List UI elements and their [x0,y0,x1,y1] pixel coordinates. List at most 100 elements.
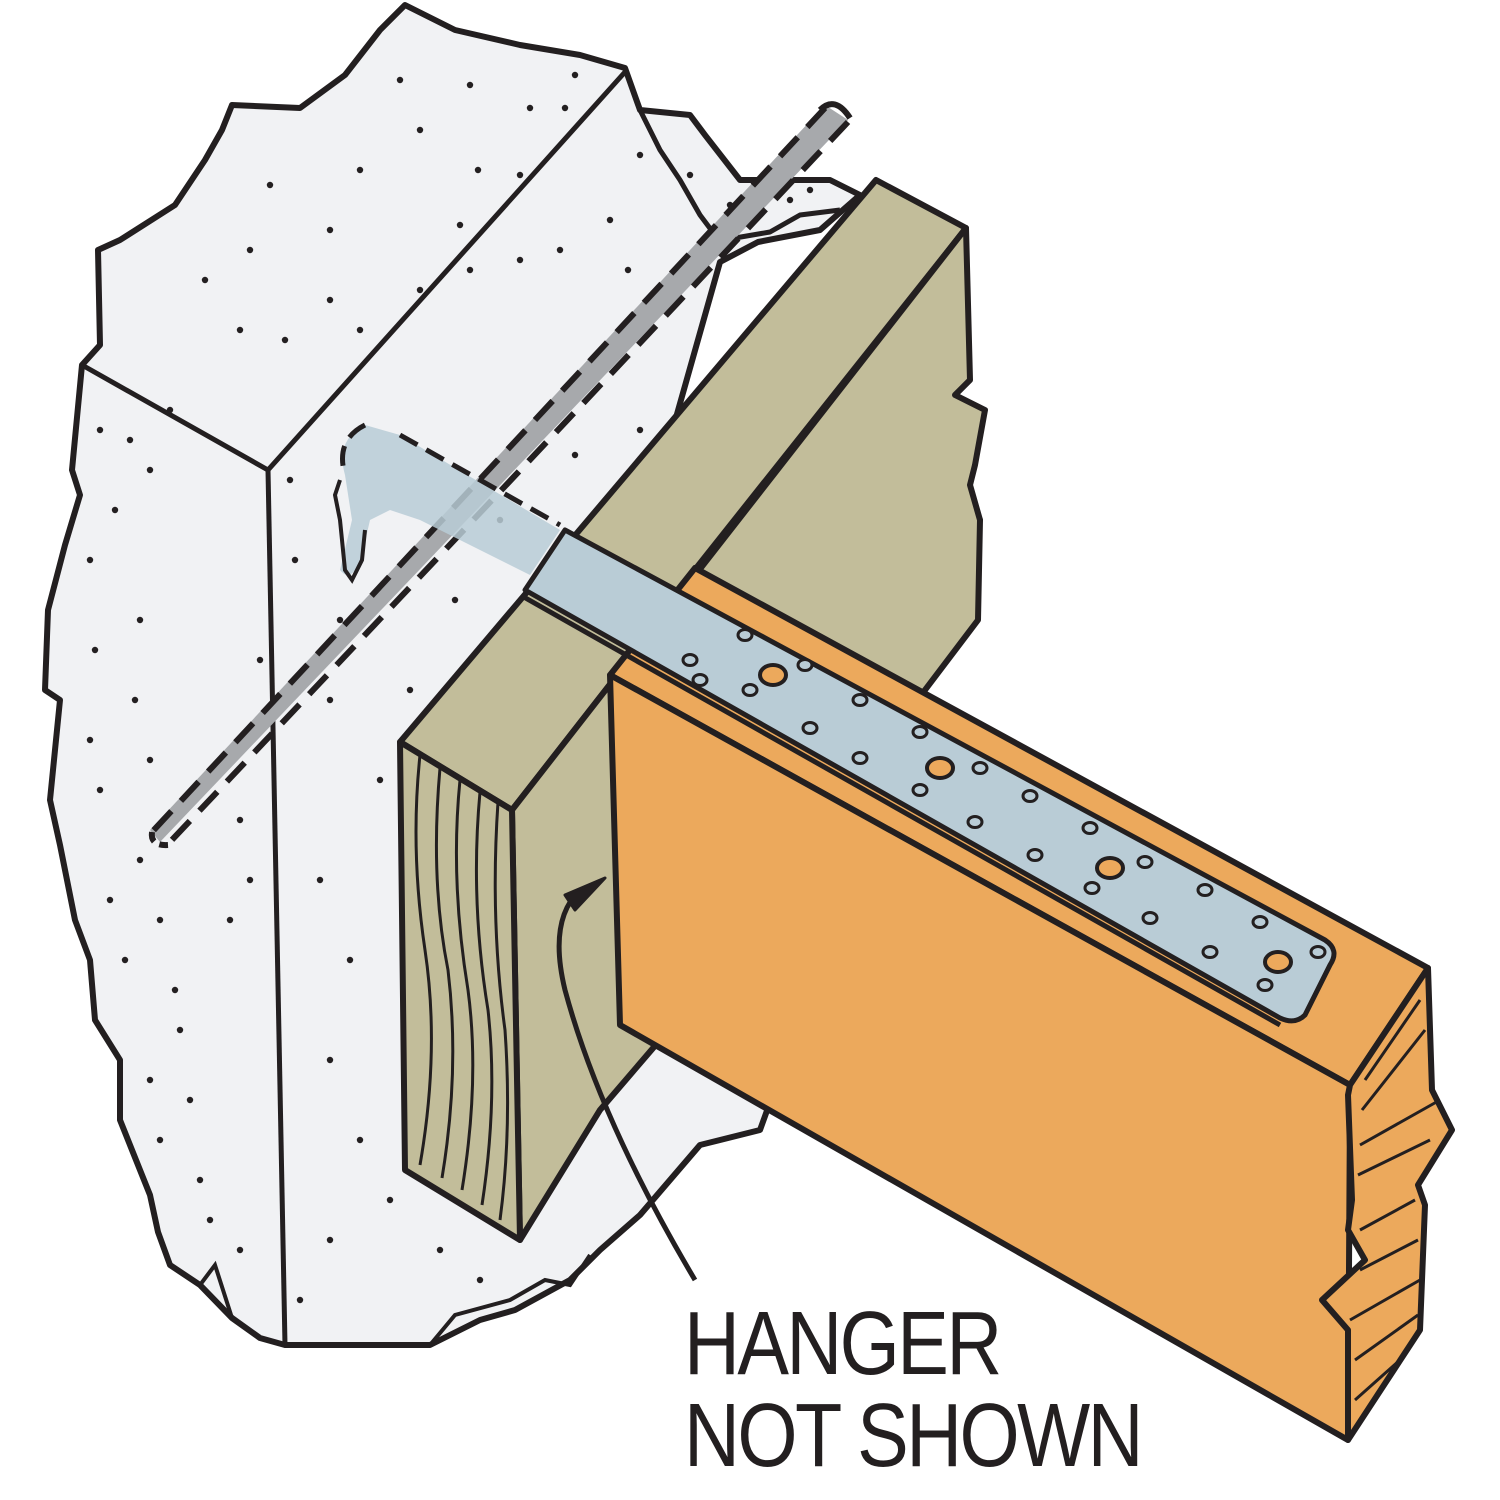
concrete-speckle [176,1026,184,1034]
concrete-speckle [146,1076,154,1084]
strap-embedded-hook [332,422,562,584]
joist-broken-end [1319,965,1455,1443]
concrete-speckle [286,476,294,484]
concrete-speckle [201,276,209,284]
nail-hole [1309,945,1327,959]
concrete-speckle [526,104,534,112]
joist-side-face [607,672,1353,1443]
concrete-speckle [466,266,474,274]
nail-hole [801,721,819,735]
nail-hole [851,693,869,707]
nail-hole [741,683,759,697]
callout-arrow [556,876,698,1282]
concrete-speckle [356,166,364,174]
nail-hole [1251,915,1269,929]
nail-hole [681,653,699,667]
anchor-rod [148,101,853,849]
concrete-speckle [316,876,324,884]
nail-hole [966,815,984,829]
concrete-speckle [281,336,289,344]
strap-tie-edge [520,593,1282,1028]
concrete-speckle [156,916,164,924]
concrete-speckle [516,171,524,179]
nail-hole [971,761,989,775]
concrete-speckle [686,171,694,179]
concrete-speckle [236,326,244,334]
concrete-speckle [246,876,254,884]
nail-hole [1081,821,1099,835]
concrete-speckle [466,81,474,89]
concrete-speckle [226,916,234,924]
concrete-speckle [296,1296,304,1304]
nail-hole [1021,789,1039,803]
concrete-speckle [376,776,384,784]
concrete-speckle [326,226,334,234]
concrete-speckle [561,104,569,112]
concrete-speckle [806,186,814,194]
concrete-speckle [91,646,99,654]
concrete-speckle [106,896,114,904]
wall-corner-edge [265,469,288,1346]
anchor-rod-body [150,105,848,842]
concrete-speckle [156,1136,164,1144]
nail-hole [1136,855,1154,869]
concrete-speckle [196,1176,204,1184]
concrete-speckle [474,166,482,174]
nail-hole [1196,883,1214,897]
nail-hole [911,725,929,739]
concrete-speckle [236,816,244,824]
concrete-speckle [166,406,174,414]
concrete-speckle [606,216,614,224]
anchor-rod-end [148,831,169,849]
concrete-speckle [131,696,139,704]
concrete-speckle [266,181,274,189]
nail-hole [1026,848,1044,862]
strap-hook-dashed-outline [340,422,562,528]
concrete-speckle [146,466,154,474]
nail-hole [1256,978,1274,992]
concrete-speckle [126,436,134,444]
concrete-speckle [556,246,564,254]
wall-chip-detail [428,1253,592,1347]
concrete-speckle [171,986,179,994]
anchor-rod-edge-top [149,105,828,835]
ledger-grain-lines [414,754,510,1221]
concrete-speckle [326,696,334,704]
strap-tie [520,527,1337,1028]
callout-line-2: NOT SHOWN [684,1386,1144,1486]
concrete-speckle [571,451,579,459]
concrete-speckle [336,616,344,624]
concrete-speckle [246,246,254,254]
concrete-speckle [416,286,424,294]
nail-hole [796,658,814,672]
concrete-speckle [456,221,464,229]
concrete-speckle [636,426,644,434]
concrete-speckle [236,1246,244,1254]
nail-hole [691,673,709,687]
concrete-speckle [121,956,129,964]
joist-end-grain [1349,999,1441,1402]
ledger-end-face [397,739,523,1243]
hanger-not-shown-label: HANGER NOT SHOWN [684,1298,1144,1486]
bolt-hole [758,663,788,687]
anchor-rod-edge-bottom [167,119,851,845]
nail-hole [911,783,929,797]
ledger-top-edge-line [688,233,962,577]
concrete-speckle [406,686,414,694]
concrete-speckle [416,126,424,134]
concrete-speckle [96,786,104,794]
wall-chip-detail-2 [198,1260,234,1319]
concrete-speckle [291,556,299,564]
callout-arrowhead [563,876,607,912]
concrete-speckle [136,616,144,624]
concrete-speckle [146,756,154,764]
nail-hole [1201,945,1219,959]
nail-hole [1141,911,1159,925]
concrete-speckle [136,856,144,864]
concrete-speckle [451,596,459,604]
concrete-speckle [356,326,364,334]
bolt-hole [1095,856,1125,880]
concrete-speckle [346,956,354,964]
strap-hook-ragged-edge [332,479,367,584]
